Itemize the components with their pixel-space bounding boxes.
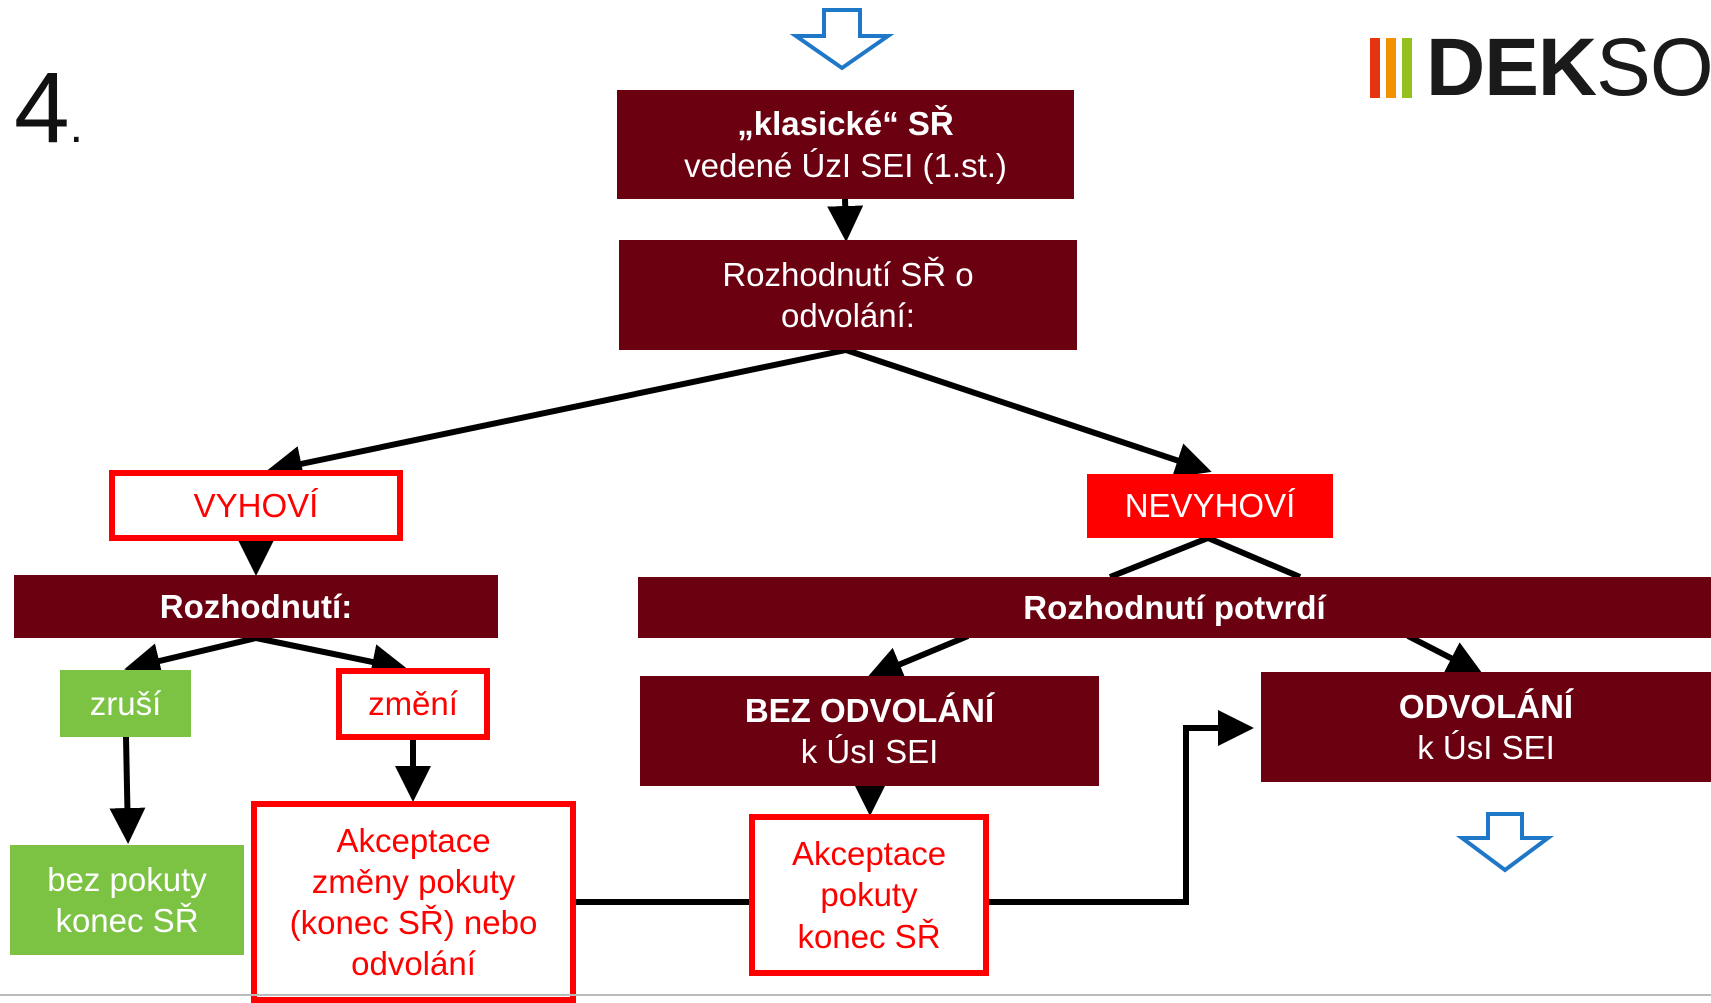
arrow-to-bez-odvolani (866, 633, 970, 682)
node-rozhodnuti-o-odvolani-line1: Rozhodnutí SŘ o (722, 255, 974, 293)
blue-down-arrow-bottom (1455, 812, 1555, 873)
node-zmeni-label: změní (368, 685, 458, 723)
node-rozhodnuti-o-odvolani: Rozhodnutí SŘ o odvolání: (619, 240, 1077, 350)
line-nevyhovi-right (1206, 535, 1302, 580)
node-rozhodnuti-o-odvolani-line2: odvolání: (781, 297, 915, 334)
node-bez-odvolani: BEZ ODVOLÁNÍ k ÚsI SEI (640, 676, 1099, 786)
node-akceptace-pokuty-line1: Akceptace (791, 835, 947, 873)
node-rozhodnuti-potvrdi: Rozhodnutí potvrdí (638, 577, 1711, 638)
logo-wordmark-bold: DEK (1426, 22, 1597, 113)
logo-wordmark-light: SO (1596, 22, 1711, 113)
node-rozhodnuti-potvrdi-label: Rozhodnutí potvrdí (1023, 588, 1326, 626)
node-rozhodnuti-label: Rozhodnutí: (159, 587, 353, 625)
node-vyhovi: VYHOVÍ (109, 470, 403, 541)
node-bez-pokuty: bez pokuty konec SŘ (10, 845, 244, 955)
node-akceptace-zmeny-line1: Akceptace (336, 821, 491, 859)
node-bez-odvolani-line1: BEZ ODVOLÁNÍ (744, 691, 995, 729)
slide-number-digit: 4 (14, 52, 70, 164)
node-nevyhovi-label: NEVYHOVÍ (1124, 487, 1296, 525)
node-akceptace-zmeny-line2: změny pokuty (311, 862, 516, 900)
arrow-to-odvolani (1406, 633, 1484, 675)
node-klasicke-line1: „klasické“ SŘ (737, 105, 954, 143)
node-akceptace-pokuty-line3: konec SŘ (797, 917, 941, 955)
node-klasicke-line2: vedené ÚzI SEI (1.st.) (684, 146, 1007, 184)
arrow-to-vyhovi (266, 347, 847, 482)
node-akceptace-zmeny-line3: (konec SŘ) nebo (289, 904, 538, 941)
slide-number: 4. (14, 58, 83, 158)
node-akceptace-zmeny-line4: odvolání (351, 945, 476, 983)
node-odvolani-line2: k ÚsI SEI (1417, 729, 1555, 766)
node-bez-odvolani-line2: k ÚsI SEI (800, 733, 939, 770)
blue-down-arrow-top (789, 8, 895, 71)
node-akceptace-pokuty-line2: pokuty (820, 876, 918, 914)
node-zrusi: zruší (60, 670, 191, 737)
node-klasicke-sr: „klasické“ SŘ vedené ÚzI SEI (1.st.) (617, 90, 1074, 199)
logo-wordmark: DEKSO (1426, 27, 1711, 109)
node-akceptace-zmeny: Akceptace změny pokuty (konec SŘ) nebo o… (251, 801, 576, 1003)
node-zrusi-label: zruší (89, 684, 162, 722)
dekso-logo: DEKSO (1370, 27, 1711, 109)
node-zmeni: změní (336, 668, 490, 740)
node-nevyhovi: NEVYHOVÍ (1087, 474, 1333, 538)
logo-bars-icon (1370, 38, 1412, 98)
arrow-to-zrusi (124, 635, 257, 679)
node-rozhodnuti: Rozhodnutí: (14, 575, 498, 638)
node-bez-pokuty-line1: bez pokuty (47, 860, 207, 898)
node-akceptace-pokuty: Akceptace pokuty konec SŘ (749, 814, 989, 976)
node-vyhovi-label: VYHOVÍ (193, 486, 319, 524)
slide-number-dot: . (69, 100, 83, 153)
line-nevyhovi-left (1108, 535, 1210, 580)
footer-divider (0, 994, 1711, 996)
arrow-zrusi-to-bez-pokuty (109, 736, 146, 844)
arrow-klasicke-to-rozhodnuti (827, 198, 864, 242)
node-odvolani-line1: ODVOLÁNÍ (1398, 687, 1574, 725)
arrow-to-zmeni (255, 635, 408, 680)
node-odvolani: ODVOLÁNÍ k ÚsI SEI (1261, 672, 1711, 782)
arrow-to-nevyhovi (845, 347, 1212, 478)
node-bez-pokuty-line2: konec SŘ (55, 902, 199, 939)
